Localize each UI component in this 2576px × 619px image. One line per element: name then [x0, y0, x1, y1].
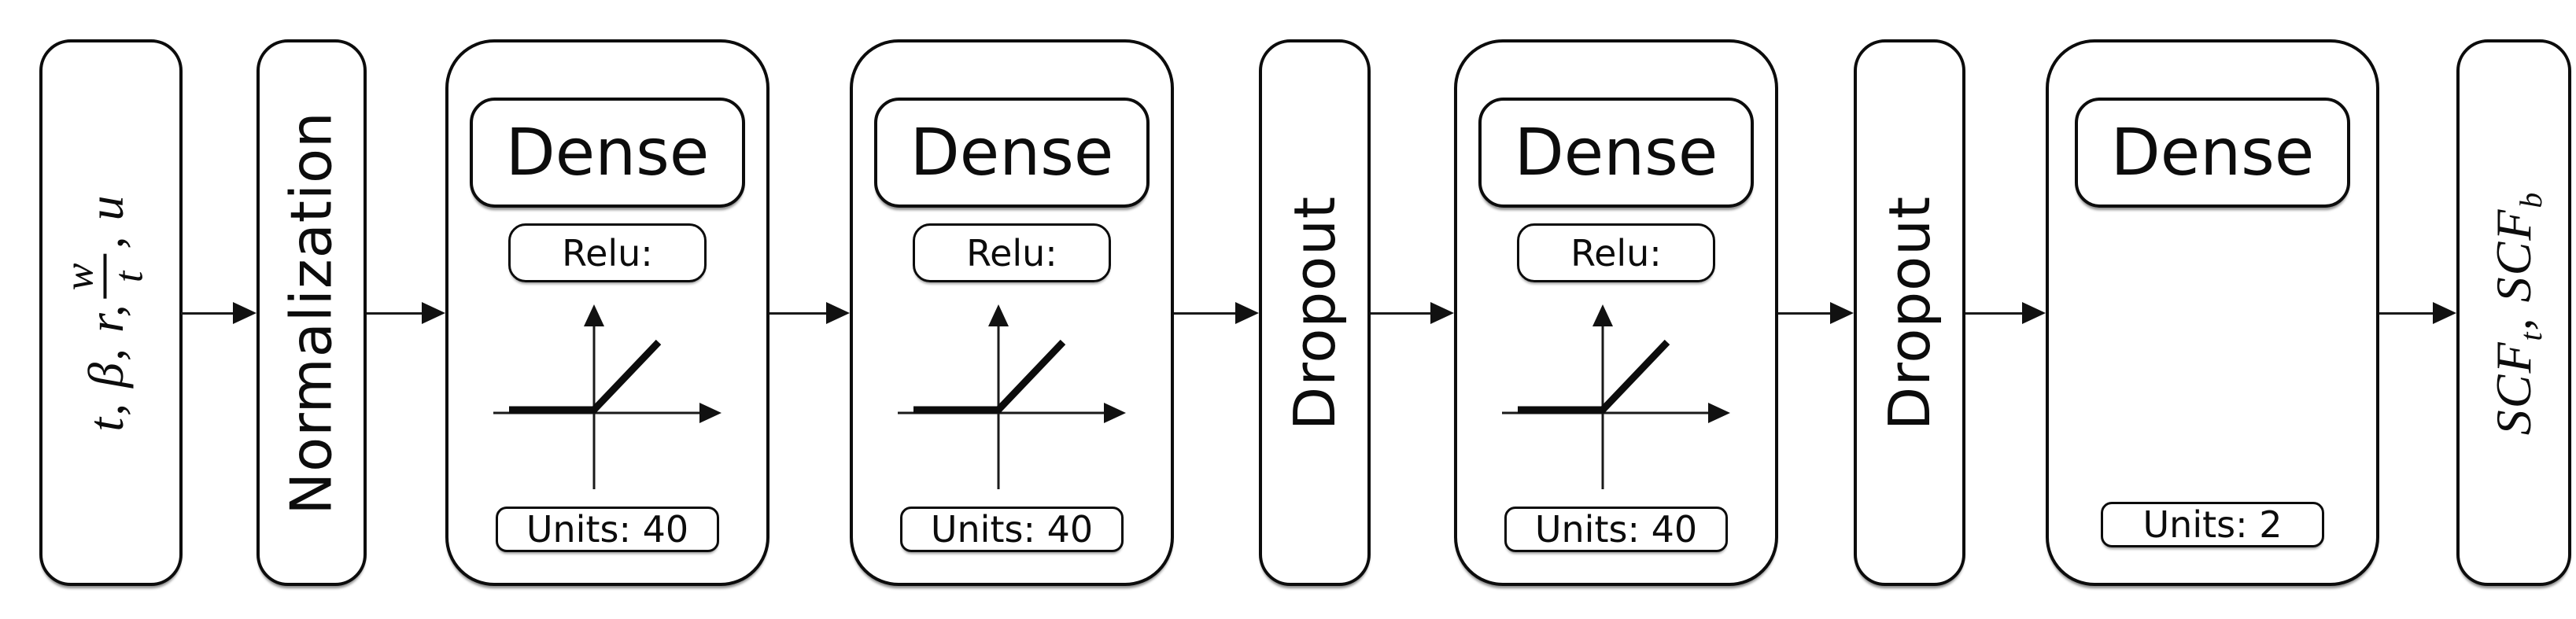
flow-arrow-2	[367, 302, 445, 324]
dense-block-4: Dense Units: 2	[2046, 39, 2379, 586]
relu-plot-icon	[1502, 304, 1730, 489]
dropout-label: Dropout	[1282, 195, 1349, 430]
relu-plot-icon	[493, 304, 722, 489]
flow-arrow-8	[2379, 302, 2456, 324]
dense-title: Dense	[1478, 98, 1754, 208]
flow-arrow-5	[1371, 302, 1454, 324]
flow-arrow-4	[1174, 302, 1259, 324]
dense-title: Dense	[874, 98, 1150, 208]
units-label: Units: 40	[496, 507, 719, 552]
relu-plot-icon	[898, 304, 1126, 489]
normalization-node: Normalization	[256, 39, 367, 586]
units-label: Units: 40	[900, 507, 1124, 552]
normalization-label: Normalization	[279, 110, 345, 515]
output-label: SCFt, SCFb	[2486, 190, 2548, 435]
flow-arrow-6	[1778, 302, 1854, 324]
flow-arrow-3	[769, 302, 850, 324]
dense-title: Dense	[470, 98, 745, 208]
dense-block-2: Dense Relu: Units: 40	[850, 39, 1174, 586]
relu-label: Relu:	[1517, 223, 1715, 282]
dense-title: Dense	[2075, 98, 2350, 208]
relu-label: Relu:	[508, 223, 707, 282]
flow-arrow-1	[181, 302, 256, 324]
flow-arrow-7	[1965, 302, 2046, 324]
units-label: Units: 2	[2101, 502, 2324, 547]
dropout-node-1: Dropout	[1259, 39, 1371, 586]
dropout-node-2: Dropout	[1854, 39, 1965, 586]
dense-block-3: Dense Relu: Units: 40	[1454, 39, 1778, 586]
units-label: Units: 40	[1504, 507, 1728, 552]
dropout-label: Dropout	[1877, 195, 1943, 430]
dense-block-1: Dense Relu: Units: 40	[445, 39, 769, 586]
output-node: SCFt, SCFb	[2456, 39, 2571, 586]
relu-label: Relu:	[913, 223, 1111, 282]
